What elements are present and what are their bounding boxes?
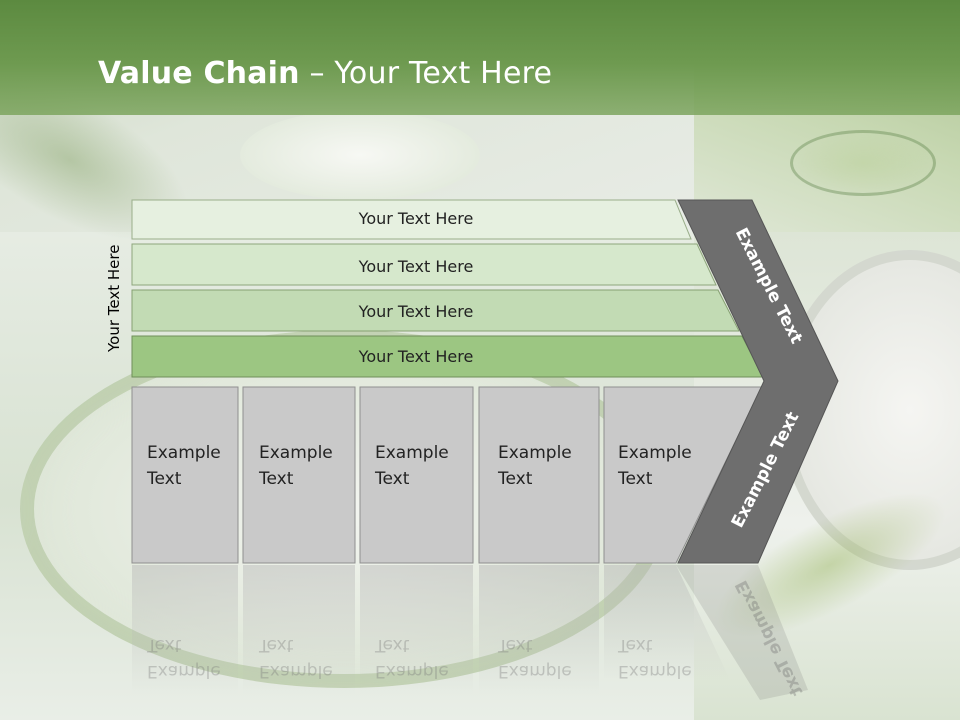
box-label-line: Example	[618, 443, 692, 463]
box-label-line: Text	[618, 469, 653, 489]
box-label: Example Text	[618, 440, 692, 492]
example-box[interactable]	[603, 386, 763, 564]
box-reflection	[604, 565, 730, 680]
bar-shape[interactable]	[131, 243, 717, 286]
box-label-line: Text	[498, 469, 533, 489]
box-label: Example Text	[259, 440, 333, 492]
bar-label: Your Text Here	[358, 257, 474, 276]
chevron-arrow[interactable]	[677, 199, 839, 564]
title-bold: Value Chain	[98, 56, 300, 91]
box-label-line: Text	[147, 469, 182, 489]
box-label-line: Text	[259, 469, 294, 489]
box-label-line: Example	[498, 443, 572, 463]
box-label: Example Text	[147, 440, 221, 492]
box-reflection	[132, 565, 238, 695]
bar-label: Your Text Here	[358, 209, 474, 228]
box-reflection	[360, 565, 473, 695]
example-box[interactable]	[478, 386, 600, 564]
chevron-reflection	[676, 565, 808, 700]
example-box[interactable]	[242, 386, 356, 564]
box-label-line: Example	[259, 443, 333, 463]
example-box[interactable]	[359, 386, 474, 564]
example-box[interactable]	[131, 386, 239, 564]
slide-title[interactable]: Value Chain – Your Text Here	[98, 56, 552, 91]
box-reflection	[479, 565, 599, 695]
bar-shape[interactable]	[131, 199, 692, 240]
title-banner	[0, 0, 960, 115]
box-reflection	[243, 565, 355, 695]
bar-label: Your Text Here	[358, 347, 474, 366]
box-label-line: Text	[375, 469, 410, 489]
bar-shape[interactable]	[131, 289, 740, 332]
box-label-line: Example	[147, 443, 221, 463]
box-label: Example Text	[375, 440, 449, 492]
title-rest: – Your Text Here	[299, 56, 553, 91]
bar-label: Your Text Here	[358, 302, 474, 321]
box-label-line: Example	[375, 443, 449, 463]
box-label: Example Text	[498, 440, 572, 492]
background-photo-shape	[790, 130, 936, 196]
background-photo-shape	[240, 110, 480, 200]
